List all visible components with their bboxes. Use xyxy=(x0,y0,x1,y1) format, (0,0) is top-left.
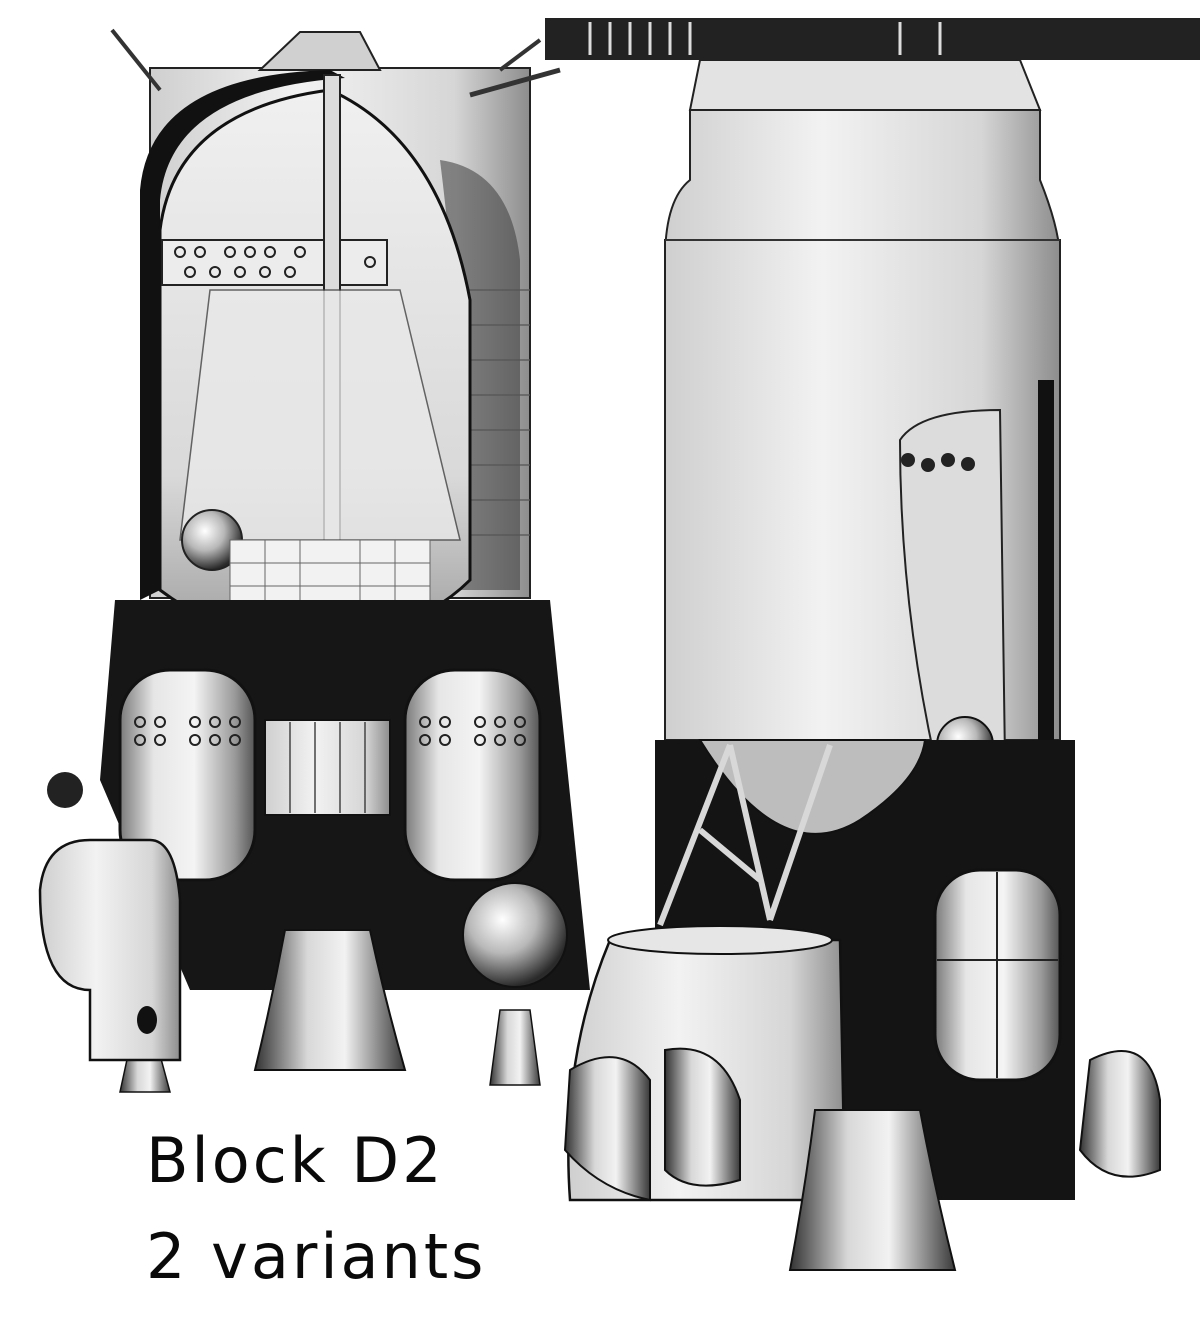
left-top-cap xyxy=(257,31,382,71)
left-fuel-tank-left xyxy=(118,668,257,882)
caption-title: Block D2 xyxy=(146,1124,445,1197)
left-tank-hole-band xyxy=(161,239,388,286)
right-main-nozzle xyxy=(788,1109,957,1271)
right-antenna-boom xyxy=(469,67,561,98)
right-pod-rim xyxy=(607,925,833,955)
left-pressurant-sphere-lower xyxy=(462,882,568,988)
left-engine-housing-ribs xyxy=(289,722,366,813)
left-attitude-pod xyxy=(38,838,182,1062)
left-pod-port xyxy=(137,1006,157,1034)
right-inner-tank-holes xyxy=(901,453,975,472)
right-thruster-bell-center xyxy=(664,1047,741,1187)
left-brick-grid xyxy=(229,539,431,611)
left-antenna-left xyxy=(110,28,162,92)
right-feed-pipe xyxy=(1038,380,1054,740)
left-inner-cone xyxy=(179,289,461,541)
right-top-adapter xyxy=(545,18,1200,60)
right-neck xyxy=(663,109,1062,261)
left-antenna-right xyxy=(498,38,542,72)
left-fuel-tank-right xyxy=(403,668,542,882)
left-variant-cutaway xyxy=(38,28,590,1093)
right-top-adapter-slats xyxy=(588,22,942,55)
right-inner-tank xyxy=(898,408,1007,761)
right-thruster-bell-right xyxy=(1078,1050,1161,1178)
left-pod-sensor xyxy=(47,772,83,808)
right-variant-cutaway xyxy=(469,18,1200,1271)
left-engine-housing xyxy=(264,719,391,816)
right-adapter-cone xyxy=(688,59,1042,111)
left-fuel-tank-holes xyxy=(134,716,526,746)
right-truss-struts xyxy=(657,743,833,927)
right-thruster-bell-left xyxy=(563,1056,651,1202)
left-vernier-nozzle-right xyxy=(489,1009,541,1086)
left-main-nozzle xyxy=(253,929,407,1071)
caption-subtitle: 2 variants xyxy=(146,1220,487,1293)
